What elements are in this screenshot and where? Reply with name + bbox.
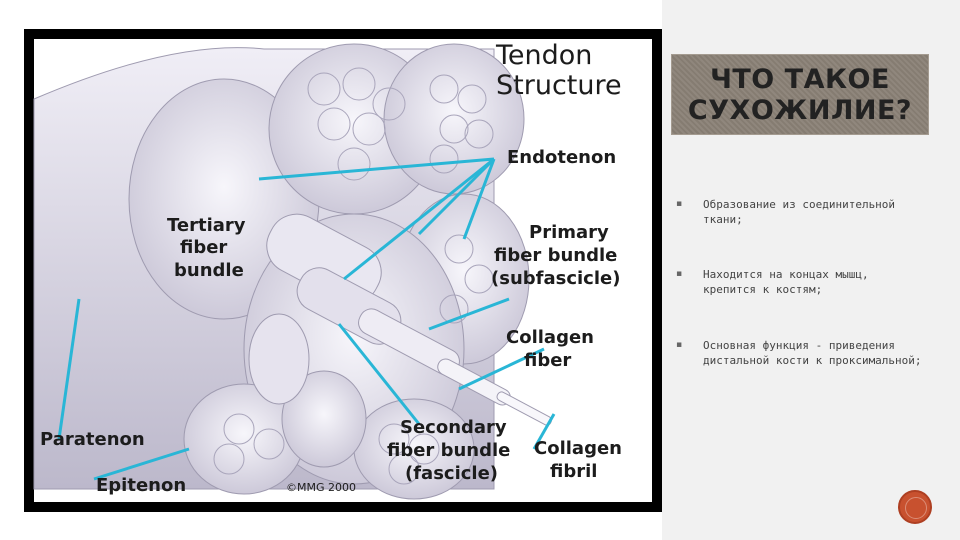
bullet-text: Находится на концах мышц, крепится к кос…	[703, 268, 869, 296]
label-paratenon: Paratenon	[40, 429, 145, 450]
slide-title-box: ЧТО ТАКОЕ СУХОЖИЛИЕ?	[671, 54, 929, 135]
bullet-marker: ▪	[676, 269, 683, 279]
slide-title: ЧТО ТАКОЕ СУХОЖИЛИЕ?	[687, 64, 913, 126]
copyright-text: ©MMG 2000	[286, 481, 356, 494]
diagram-title-line1: Tendon	[496, 40, 593, 71]
diagram-title-line2: Structure	[496, 70, 622, 101]
label-primary-3: (subfascicle)	[491, 268, 621, 289]
bullet-text: Образование из соединительной ткани;	[703, 198, 896, 226]
tendon-structure-diagram: Tendon Structure Endotenon Tertiary fibe…	[24, 29, 662, 512]
slide-nav-button[interactable]	[898, 490, 932, 524]
tendon-illustration	[33, 39, 652, 502]
label-epitenon: Epitenon	[96, 475, 187, 496]
label-secondary-1: Secondary	[400, 417, 507, 438]
label-secondary-2: fiber bundle	[387, 440, 511, 461]
bullet-marker: ▪	[676, 199, 683, 209]
label-primary-1: Primary	[529, 222, 609, 243]
label-endotenon: Endotenon	[507, 147, 617, 168]
label-collagen-fibril-1: Collagen	[534, 438, 622, 459]
bullet-marker: ▪	[676, 340, 683, 350]
label-tertiary-3: bundle	[174, 260, 244, 281]
label-collagen-fiber-2: fiber	[524, 350, 572, 371]
label-collagen-fiber-1: Collagen	[506, 327, 594, 348]
label-tertiary-1: Tertiary	[167, 215, 246, 236]
label-primary-2: fiber bundle	[494, 245, 618, 266]
bullet-text: Основная функция - приведения дистальной…	[703, 339, 922, 367]
label-collagen-fibril-2: fibril	[550, 461, 598, 482]
label-tertiary-2: fiber	[180, 237, 228, 258]
label-secondary-3: (fascicle)	[405, 463, 499, 484]
